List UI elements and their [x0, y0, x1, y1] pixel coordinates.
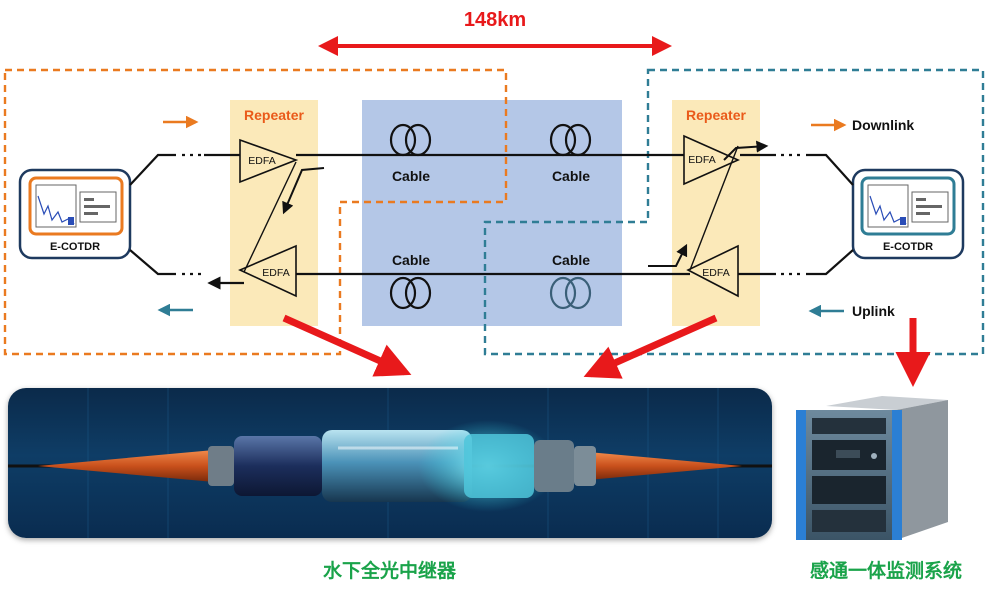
right-dashed-boundary — [483, 68, 985, 356]
fiber-links — [129, 153, 854, 290]
loopback-path — [243, 161, 297, 273]
monitoring-system-device — [796, 396, 948, 540]
uplink-label: Uplink — [852, 303, 895, 319]
repeater-photo-caption: 水下全光中继器 — [323, 560, 457, 582]
cable-spools — [389, 123, 592, 310]
cable-coil-icon — [389, 123, 432, 157]
loopback-arrow — [648, 243, 688, 267]
cable-coil-icon — [549, 123, 592, 157]
left-repeater: Repeater EDFA EDFA — [238, 107, 325, 298]
left-dashed-boundary — [3, 68, 508, 356]
loopback-path — [689, 145, 739, 271]
cable-label-bottom-left: Cable — [392, 252, 430, 268]
right-repeater-title: Repeater — [686, 107, 746, 123]
cable-label-top-left: Cable — [392, 168, 430, 184]
edfa-amplifier-icon — [683, 134, 740, 186]
cable-label-bottom-right: Cable — [552, 252, 590, 268]
cable-coil-icon — [389, 276, 432, 310]
callout-arrow — [583, 314, 718, 379]
right-amp-bottom-label: EDFA — [702, 267, 729, 279]
cable-termination-right — [588, 452, 742, 480]
left-amp-bottom-label: EDFA — [262, 267, 289, 279]
edfa-amplifier-icon — [238, 244, 297, 298]
callout-arrow — [282, 314, 412, 377]
cable-coil-icon — [549, 276, 592, 310]
right-repeater: Repeater EDFA EDFA — [648, 107, 769, 298]
right-amp-top-label: EDFA — [688, 154, 715, 166]
repeater-photo — [8, 388, 772, 538]
left-otdr-label: E-COTDR — [50, 241, 100, 253]
power-button-icon — [871, 453, 877, 459]
cable-section-band — [362, 100, 622, 326]
right-otdr-device: E-COTDR — [851, 168, 965, 260]
distance-label: 148km — [464, 9, 526, 31]
cable-termination-left — [38, 450, 214, 482]
right-otdr-label: E-COTDR — [883, 241, 933, 253]
edfa-amplifier-icon — [239, 138, 299, 184]
downlink-label: Downlink — [852, 117, 914, 133]
left-otdr-device: E-COTDR — [18, 168, 132, 260]
right-repeater-band — [672, 100, 760, 326]
edfa-amplifier-icon — [686, 244, 739, 298]
monitoring-system-caption: 感通一体监测系统 — [810, 560, 963, 582]
left-repeater-title: Repeater — [244, 107, 304, 123]
cable-label-top-right: Cable — [552, 168, 590, 184]
loopback-arrow — [282, 167, 325, 215]
left-amp-top-label: EDFA — [248, 155, 275, 167]
loopback-arrow — [723, 140, 769, 161]
left-repeater-band — [230, 100, 318, 326]
